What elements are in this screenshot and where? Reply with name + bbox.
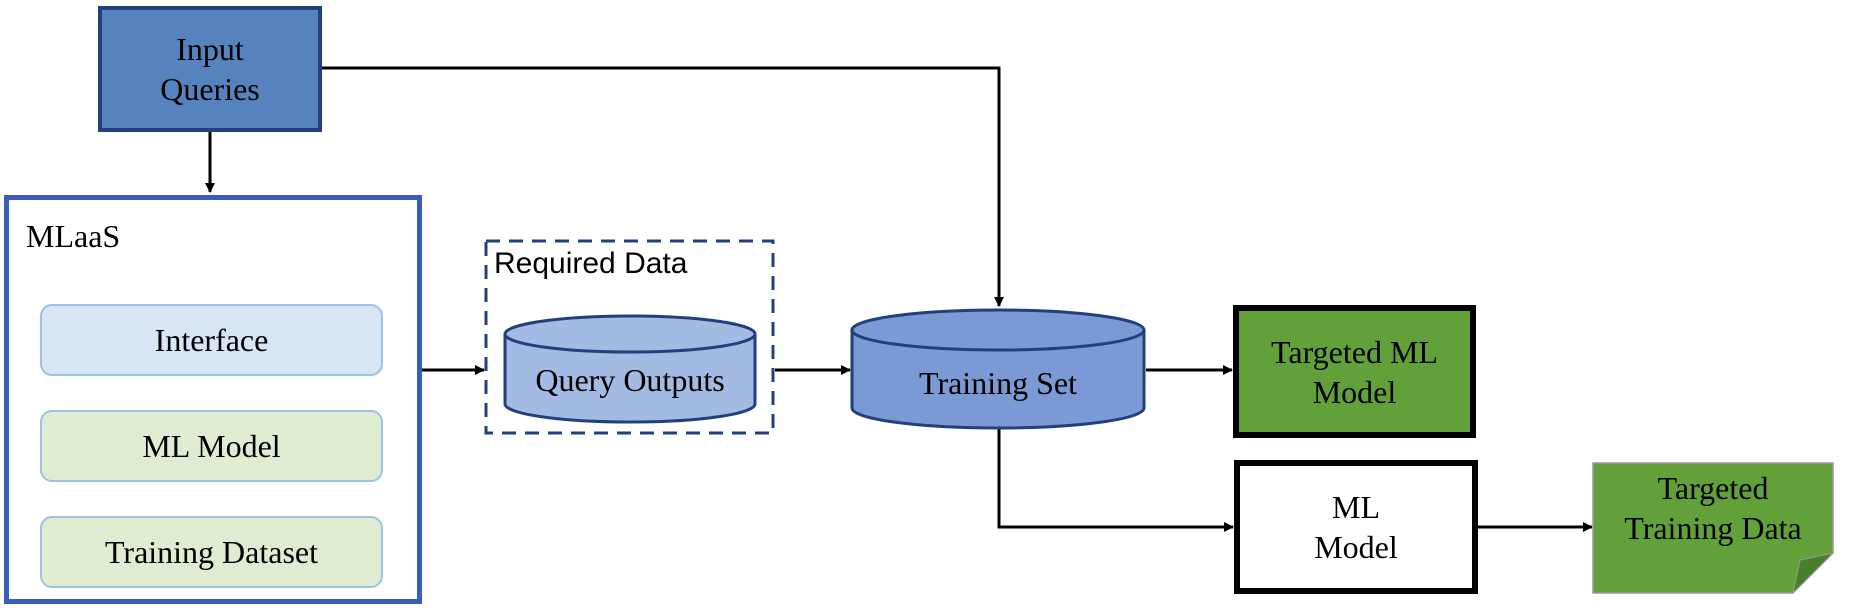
interface-layer: Interface <box>40 304 383 376</box>
targeted-ml-model-line-2: Model <box>1312 373 1397 410</box>
targeted-training-data-line-2: Training Data <box>1624 510 1802 546</box>
mlaas-title: MLaaS <box>26 218 121 254</box>
ml-model-line-1: ML <box>1331 489 1380 525</box>
targeted-ml-model-line-1: Targeted ML <box>1271 333 1438 370</box>
training-set-cylinder <box>850 308 1146 430</box>
training-dataset-layer: Training Dataset <box>40 516 383 588</box>
targeted-training-data-label: Targeted Training Data <box>1593 468 1833 548</box>
input-queries-line-1: Input <box>176 31 244 67</box>
targeted-training-data-line-1: Targeted <box>1657 470 1769 506</box>
targeted-ml-model-node: Targeted ML Model <box>1233 305 1476 438</box>
input-queries-node: Input Queries <box>98 6 322 132</box>
required-data-label: Required Data <box>494 247 688 280</box>
training-set-label: Training Set <box>919 364 1077 401</box>
query-outputs-label: Query Outputs <box>535 361 725 398</box>
ml-model-node: ML Model <box>1234 460 1478 594</box>
targeted-training-data-note <box>1592 462 1835 595</box>
edge-training-set-to-ml-model <box>997 428 1234 532</box>
ml-model-line-2: Model <box>1314 529 1398 565</box>
input-queries-line-2: Queries <box>160 71 260 107</box>
required-data-group <box>484 239 775 435</box>
ml-model-layer: ML Model <box>40 410 383 482</box>
query-outputs-cylinder <box>503 314 757 424</box>
edge-input-to-training-set <box>322 66 1004 307</box>
